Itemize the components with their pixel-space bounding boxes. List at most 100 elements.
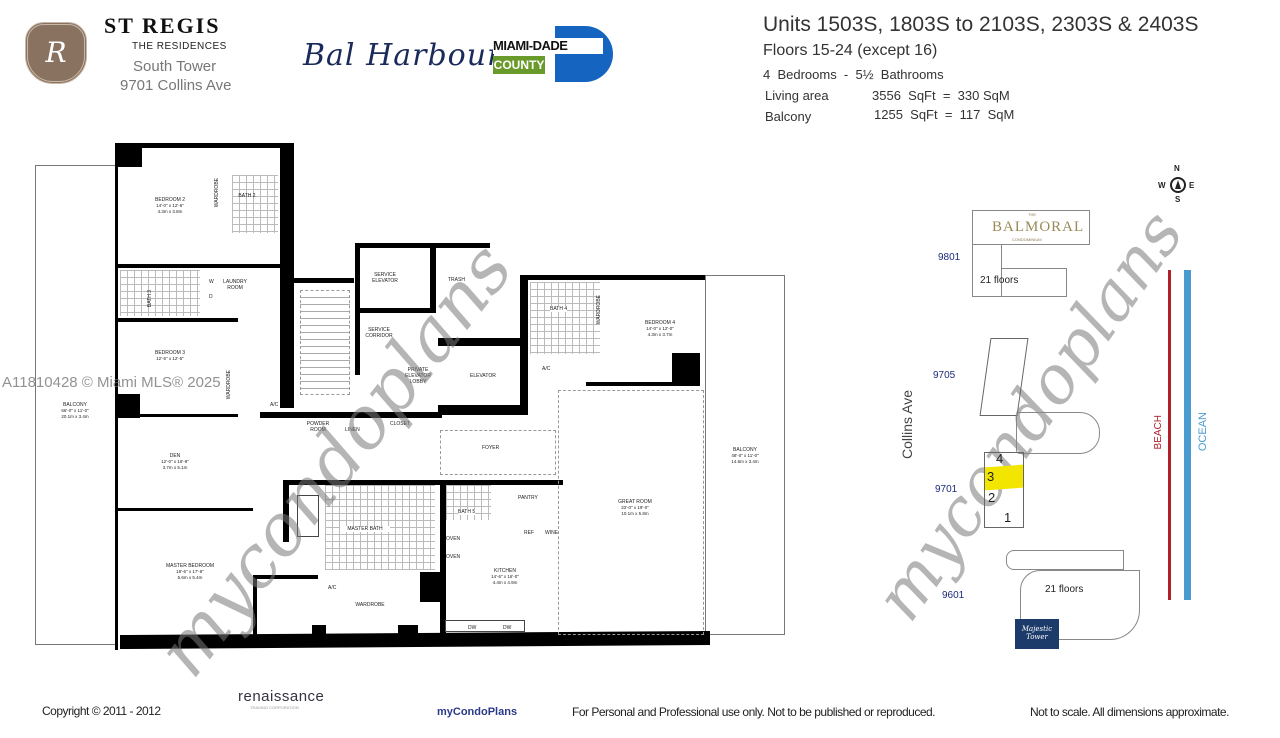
room-linen: Linen xyxy=(345,427,360,433)
wall xyxy=(355,243,490,248)
tub xyxy=(297,495,319,537)
room-trash: Trash xyxy=(448,277,465,283)
room-name: Den xyxy=(169,453,181,459)
room-kitchen: Kitchen14'-6" x 16'-0"4.4m x 4.9m xyxy=(475,568,535,586)
balcony-label: Balcony xyxy=(765,109,812,124)
brand-subtitle: THE RESIDENCES xyxy=(132,41,227,52)
wall xyxy=(438,338,526,346)
room-dimension-ft: 12'-0" x 16'-9" xyxy=(161,459,189,464)
mycondoplans-logo: myCondoPlans xyxy=(437,706,518,718)
wall xyxy=(430,243,436,313)
wall xyxy=(260,412,442,418)
room-dimension-ft: 14'-0" x 12'-6" xyxy=(156,203,184,208)
oven-label: OVEN xyxy=(446,536,461,542)
stairs xyxy=(300,290,350,395)
wall xyxy=(283,480,563,485)
room-wardrobe-4: Wardrobe xyxy=(596,295,602,325)
floors-9801: 21 floors xyxy=(980,275,1019,286)
usage-notice: For Personal and Professional use only. … xyxy=(572,705,936,719)
room-service-elevator: Service Elevator xyxy=(372,272,398,284)
room-dimension-m: 3.7m x 5.1m xyxy=(162,465,188,470)
majestic-tower-logo: Majestic Tower xyxy=(1015,619,1059,649)
compass-icon xyxy=(1170,177,1186,193)
great-room-outline xyxy=(558,390,704,635)
oven-label: OVEN xyxy=(446,554,461,560)
copyright: Copyright © 2011 - 2012 xyxy=(42,704,161,718)
balmoral-building xyxy=(1001,268,1067,297)
miami-dade-logo: MIAMI-DADE COUNTY xyxy=(493,26,615,82)
dryer-label: D xyxy=(209,294,213,300)
wall xyxy=(118,508,253,511)
address-9701: 9701 xyxy=(935,484,958,495)
living-area-value: 3556 SqFt = 330 SqM xyxy=(872,88,1010,103)
room-name: Master Bedroom xyxy=(165,563,215,569)
room-powder: Powder Room xyxy=(306,421,330,433)
room-bath-3: Bath 3 xyxy=(147,290,153,308)
room-dimension-m: 20.1m x 3.4m xyxy=(61,414,89,419)
ocean-label: OCEAN xyxy=(1197,412,1209,452)
wall xyxy=(118,394,140,418)
wall xyxy=(253,575,257,640)
wall xyxy=(283,480,289,542)
building-9705 xyxy=(979,338,1029,416)
room-great-room: Great Room33'-0" x 19'-0"10.1m x 5.8m xyxy=(605,499,665,517)
compass-e: E xyxy=(1189,181,1195,190)
tower-name: South Tower xyxy=(133,58,217,75)
tower-address: 9701 Collins Ave xyxy=(120,77,232,94)
bath4-tiles xyxy=(530,282,600,354)
ref-label: REF xyxy=(524,530,534,536)
wall xyxy=(520,275,705,280)
room-wardrobe-3: Wardrobe xyxy=(226,370,232,400)
living-area-label: Living area xyxy=(765,88,829,103)
room-dimension-ft: 18'-6" x 17'-6" xyxy=(176,569,204,574)
beach-label: BEACH xyxy=(1153,415,1164,450)
bal-harbour-logo: Bal Harbour xyxy=(303,38,503,73)
miami-dade-text: MIAMI-DADE xyxy=(493,38,603,54)
ac-label: A/C xyxy=(270,402,279,408)
bath3-tiles xyxy=(120,270,200,316)
units-title: Units 1503S, 1803S to 2103S, 2303S & 240… xyxy=(763,13,1199,36)
building-9601 xyxy=(1006,550,1124,570)
wall xyxy=(118,264,283,268)
compass-w: W xyxy=(1158,181,1166,190)
floors-9601: 21 floors xyxy=(1045,584,1084,595)
foyer-outline xyxy=(440,430,556,475)
room-dimension-m: 14.6m x 3.4m xyxy=(731,459,759,464)
room-name: Great Room xyxy=(618,499,652,505)
wall xyxy=(312,625,326,640)
room-pantry: Pantry xyxy=(518,495,538,501)
building-9701 xyxy=(984,452,1024,528)
pool-9705 xyxy=(1016,412,1100,454)
room-dimension-m: 5.6m x 5.4m xyxy=(177,575,203,580)
room-laundry: Laundry Room xyxy=(223,279,247,291)
room-dimension-ft: 66'-0" x 11'-0" xyxy=(61,408,89,413)
room-elevator: Elevator xyxy=(470,373,496,379)
room-dimension-m: 4.3m x 3.8m xyxy=(157,209,183,214)
renaissance-logo: renaissance TRADING CORPORATION xyxy=(238,688,324,710)
dishwasher-label: DW xyxy=(503,625,512,631)
room-dimension-ft: 12'-6" x 12'-5" xyxy=(156,356,184,361)
renaissance-subtext: TRADING CORPORATION xyxy=(250,705,299,710)
beach-line xyxy=(1168,270,1171,600)
county-text: COUNTY xyxy=(493,56,545,74)
room-bath-4: Bath 4 xyxy=(550,306,568,312)
room-dimension-ft: 33'-0" x 19'-0" xyxy=(621,505,649,510)
mls-watermark: A11810428 © Miami MLS® 2025 xyxy=(2,374,221,391)
balmoral-the: THE xyxy=(1028,212,1036,217)
room-private-elevator-lobby: Private Elevator Lobby xyxy=(405,367,431,385)
balmoral-sub: CONDOMINIUM xyxy=(1012,237,1042,242)
room-balcony-right: Balcony48'-0" x 11'-0"14.6m x 3.4m xyxy=(715,447,775,465)
room-balcony-left: Balcony66'-0" x 11'-0"20.1m x 3.4m xyxy=(45,402,105,420)
balmoral-building xyxy=(972,210,1090,245)
room-bedroom-3: Bedroom 312'-6" x 12'-5" xyxy=(140,350,200,362)
wall xyxy=(115,143,118,650)
room-dimension-m: 4.4m x 4.9m xyxy=(492,580,518,585)
dishwasher-label: DW xyxy=(468,625,477,631)
ocean-line xyxy=(1184,270,1191,600)
room-wardrobe-master: Wardrobe xyxy=(355,602,385,608)
wall xyxy=(118,145,142,167)
room-name: Bedroom 2 xyxy=(154,197,185,203)
wall xyxy=(586,382,700,386)
ac-label: A/C xyxy=(328,585,337,591)
wall xyxy=(118,318,238,322)
